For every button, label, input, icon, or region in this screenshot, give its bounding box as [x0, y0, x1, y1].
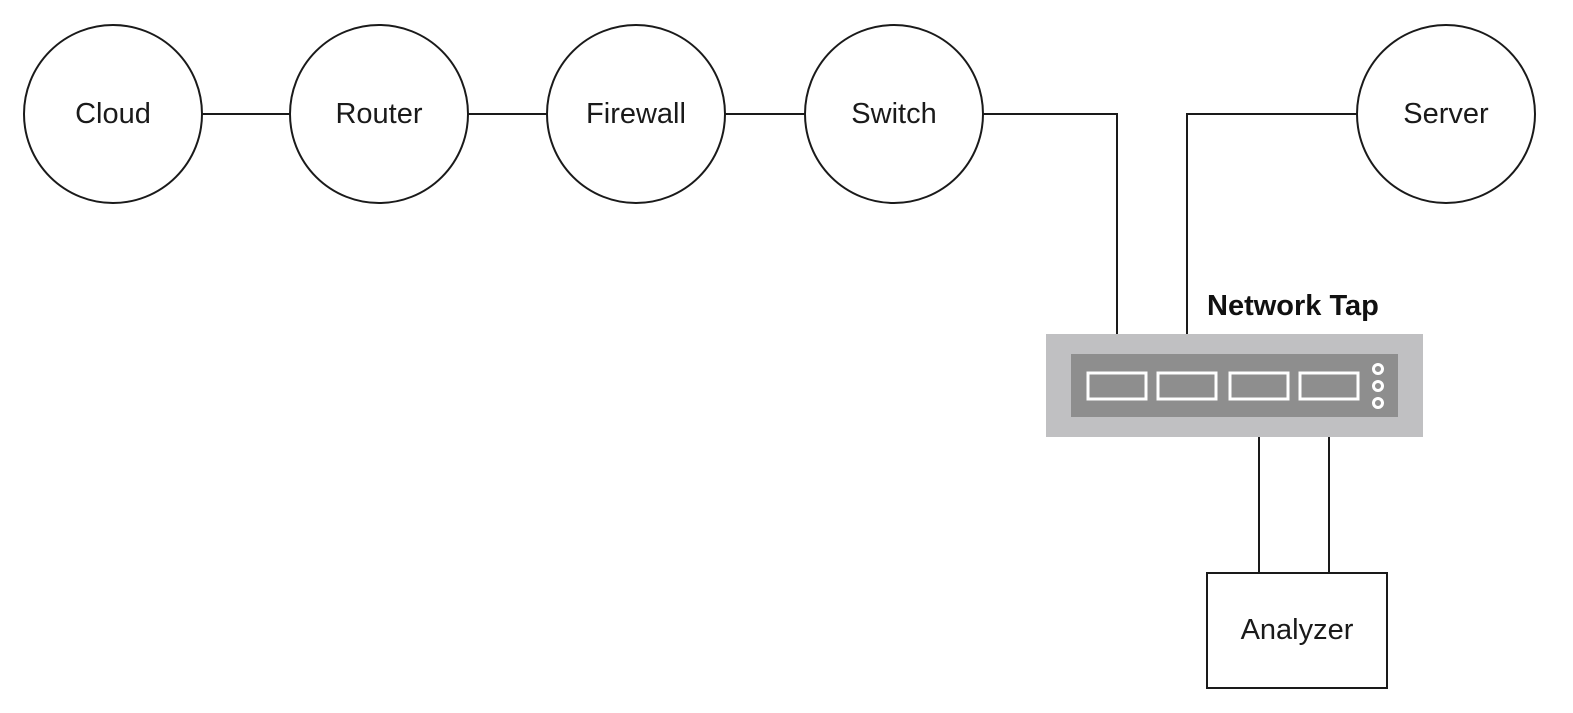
router-circle: [289, 24, 469, 204]
firewall-circle: [546, 24, 726, 204]
network-tap-title: Network Tap: [1207, 290, 1379, 322]
cloud-label: Cloud: [75, 98, 151, 130]
cloud-circle: [23, 24, 203, 204]
tap-indicator-light-3: [1372, 397, 1384, 409]
tap-port-3: [1228, 371, 1290, 401]
server-circle: [1356, 24, 1536, 204]
tap-indicator-light-1: [1372, 363, 1384, 375]
network-tap: Network Tap: [1046, 290, 1423, 437]
switch-circle: [804, 24, 984, 204]
server-label: Server: [1403, 98, 1489, 130]
node-switch: Switch: [804, 24, 984, 204]
node-router: Router: [289, 24, 469, 204]
analyzer-label: Analyzer: [1241, 614, 1354, 646]
router-label: Router: [335, 98, 422, 130]
tap-port-2: [1156, 371, 1218, 401]
node-analyzer: Analyzer: [1206, 572, 1388, 689]
link-switch-tap-port-1: [983, 113, 1118, 386]
analyzer-box: [1206, 572, 1388, 689]
node-server: Server: [1356, 24, 1536, 204]
link-server-tap-port-2: [1186, 113, 1357, 386]
firewall-label: Firewall: [586, 98, 686, 130]
node-cloud: Cloud: [23, 24, 203, 204]
tap-port-1: [1086, 371, 1148, 401]
tap-indicator-light-2: [1372, 380, 1384, 392]
node-firewall: Firewall: [546, 24, 726, 204]
tap-port-4: [1298, 371, 1360, 401]
switch-label: Switch: [851, 98, 936, 130]
